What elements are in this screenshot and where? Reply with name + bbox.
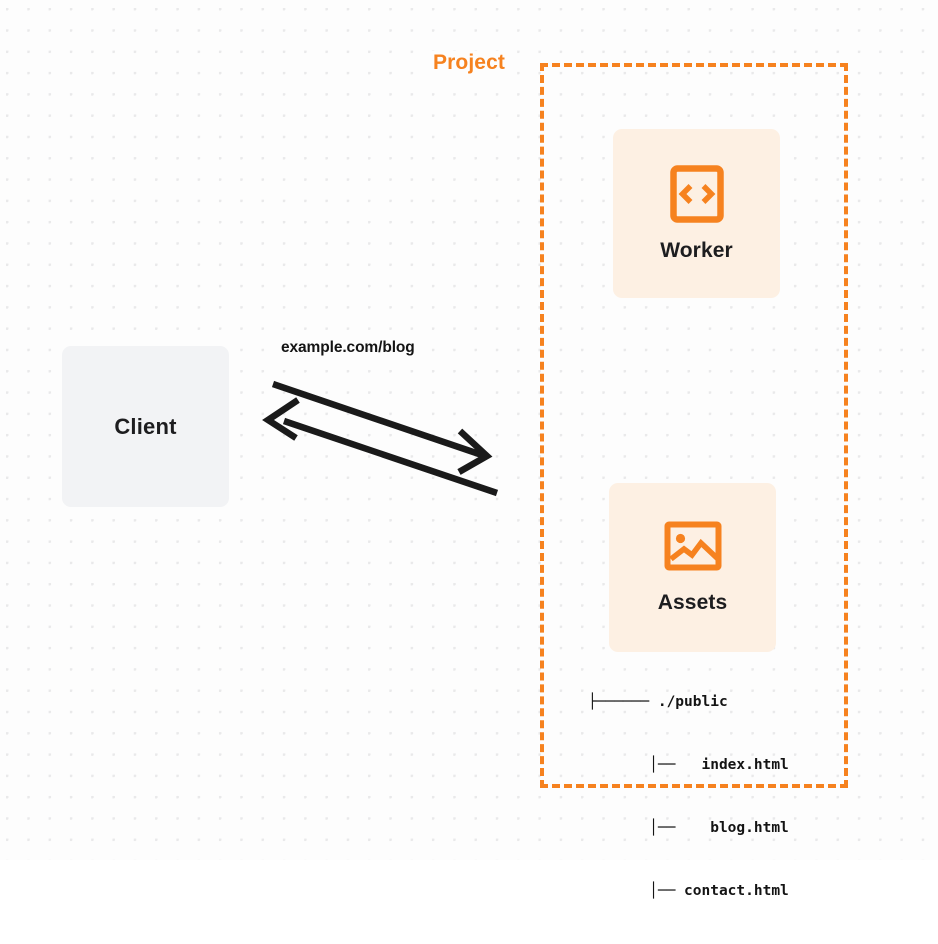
assets-file-tree: ├────── ./public │── index.html │── blog… — [588, 650, 789, 944]
file-tree-line-blog: │── blog.html — [588, 820, 789, 836]
project-title: Project — [424, 51, 514, 75]
file-tree-line-root: ├────── ./public — [588, 694, 728, 710]
request-arrow — [271, 380, 493, 475]
connection-url-label: example.com/blog — [281, 339, 415, 356]
file-tree-line-contact: │── contact.html — [588, 883, 789, 899]
code-brackets-icon — [669, 164, 724, 223]
project-container — [540, 63, 848, 788]
response-arrow — [262, 397, 499, 497]
assets-label: Assets — [657, 590, 728, 614]
image-picture-icon — [664, 521, 721, 570]
worker-label: Worker — [660, 238, 733, 262]
assets-card[interactable]: Assets — [609, 483, 776, 652]
worker-card[interactable]: Worker — [613, 129, 780, 298]
client-node[interactable]: Client — [62, 346, 229, 507]
file-tree-line-index: │── index.html — [588, 757, 789, 773]
diagram-canvas: Client example.com/blog Project Worker — [0, 0, 938, 899]
client-label: Client — [114, 413, 177, 439]
